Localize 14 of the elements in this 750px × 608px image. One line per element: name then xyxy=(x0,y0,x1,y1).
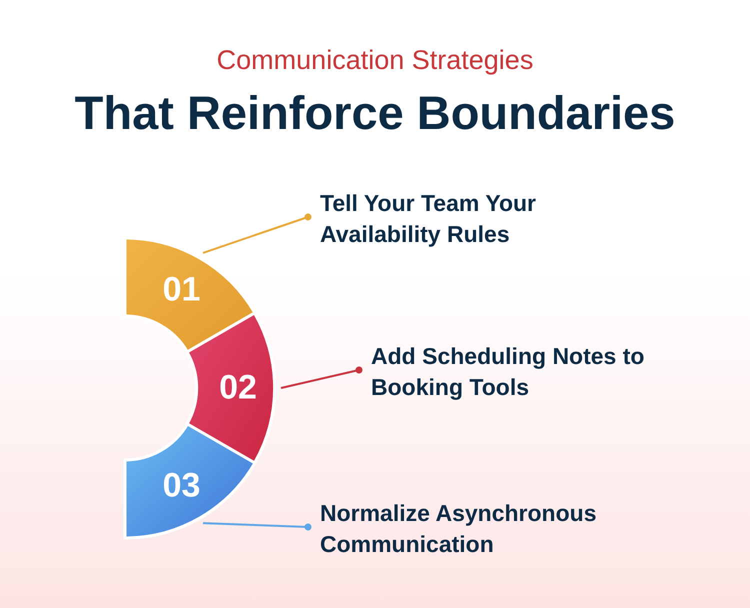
step-text: Normalize Asynchronous Communication xyxy=(320,498,620,560)
ring-segment xyxy=(187,313,275,463)
step-number: 03 xyxy=(162,466,200,506)
ring-segment xyxy=(125,424,255,538)
step-number: 01 xyxy=(162,270,200,310)
subtitle: Communication Strategies xyxy=(216,45,534,76)
step-text: Add Scheduling Notes to Booking Tools xyxy=(371,341,671,403)
step-number: 02 xyxy=(219,368,257,408)
step-text: Tell Your Team Your Availability Rules xyxy=(320,188,620,250)
title: That Reinforce Boundaries xyxy=(74,85,676,140)
leader-line xyxy=(202,522,312,530)
leader-line xyxy=(280,366,362,389)
ring-segment xyxy=(125,238,255,352)
leader-line xyxy=(202,214,312,254)
